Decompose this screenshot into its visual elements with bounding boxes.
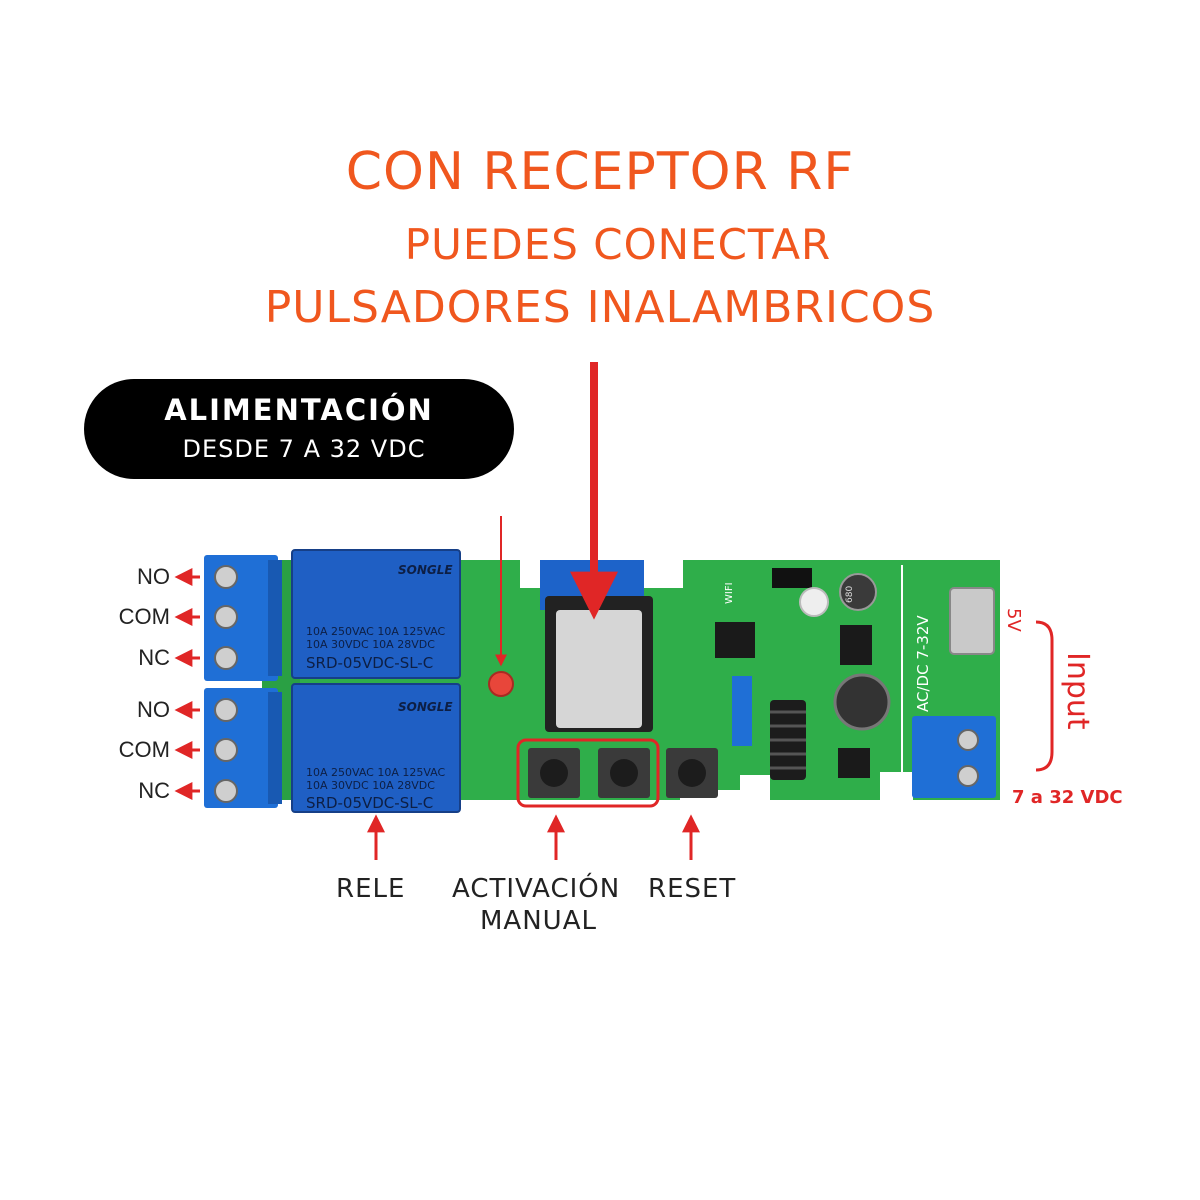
headline-line-2: PUEDES CONECTAR <box>404 220 832 269</box>
terminal-label-com-1: COM <box>118 604 170 629</box>
terminal-block-1 <box>204 555 282 681</box>
input-range-label: 7 a 32 VDC <box>1012 787 1123 808</box>
relay-2-rating-1: 10A 250VAC 10A 125VAC <box>306 766 446 779</box>
ic-3 <box>838 748 870 778</box>
relay-1-rating-2: 10A 30VDC 10A 28VDC <box>306 638 435 651</box>
manual-activation-label-2: MANUAL <box>480 906 597 936</box>
relay-2-rating-2: 10A 30VDC 10A 28VDC <box>306 779 435 792</box>
input-terminal <box>912 716 996 798</box>
chip <box>772 568 812 588</box>
push-button-2 <box>598 748 650 798</box>
input-label: Input <box>1060 652 1095 730</box>
headline-line-3: PULSADORES INALAMBRICOS <box>264 282 936 333</box>
capacitor-small <box>799 587 829 617</box>
headline-line-1: CON RECEPTOR RF <box>345 142 855 202</box>
manual-activation-label: ACTIVACIÓN <box>452 874 621 904</box>
silkscreen-wifi: WIFI <box>724 582 735 604</box>
manual-buttons-highlight <box>516 738 660 808</box>
power-badge-title: ALIMENTACIÓN <box>164 393 434 427</box>
terminal-block-2 <box>204 688 282 808</box>
power-badge: ALIMENTACIÓN DESDE 7 A 32 VDC <box>84 379 514 479</box>
relay-1-rating-1: 10A 250VAC 10A 125VAC <box>306 625 446 638</box>
relay-2: SONGLE 10A 250VAC 10A 125VAC 10A 30VDC 1… <box>291 683 461 813</box>
relay-1-model: SRD-05VDC-SL-C <box>306 654 433 672</box>
terminal-label-com-2: COM <box>118 737 170 762</box>
terminal-label-nc-1: NC <box>138 645 170 670</box>
relay-2-brand: SONGLE <box>398 700 453 714</box>
relay-1: SONGLE 10A 250VAC 10A 125VAC 10A 30VDC 1… <box>291 549 461 679</box>
micro-usb-port <box>949 587 995 655</box>
reset-button <box>666 748 718 798</box>
capacitor-large <box>833 673 891 731</box>
silkscreen-input-type: AC/DC 7-32V <box>914 615 932 712</box>
reset-label: RESET <box>648 874 737 904</box>
status-led <box>488 671 514 697</box>
power-badge-subtitle: DESDE 7 A 32 VDC <box>182 435 426 463</box>
input-bracket <box>1035 620 1054 772</box>
ic-2 <box>840 625 872 665</box>
terminal-label-nc-2: NC <box>138 778 170 803</box>
silkscreen-inductor: 680 <box>845 586 855 603</box>
terminal-label-no-1: NO <box>137 564 170 589</box>
ic <box>715 622 755 658</box>
header-pins <box>732 676 752 746</box>
inductor <box>839 573 877 611</box>
terminal-label-no-2: NO <box>137 697 170 722</box>
rf-coil <box>770 700 806 780</box>
relay-label: RELE <box>336 874 406 904</box>
usb-voltage-label: 5V <box>1003 608 1024 632</box>
push-button-1 <box>528 748 580 798</box>
relay-2-model: SRD-05VDC-SL-C <box>306 794 433 812</box>
relay-1-brand: SONGLE <box>398 563 453 577</box>
